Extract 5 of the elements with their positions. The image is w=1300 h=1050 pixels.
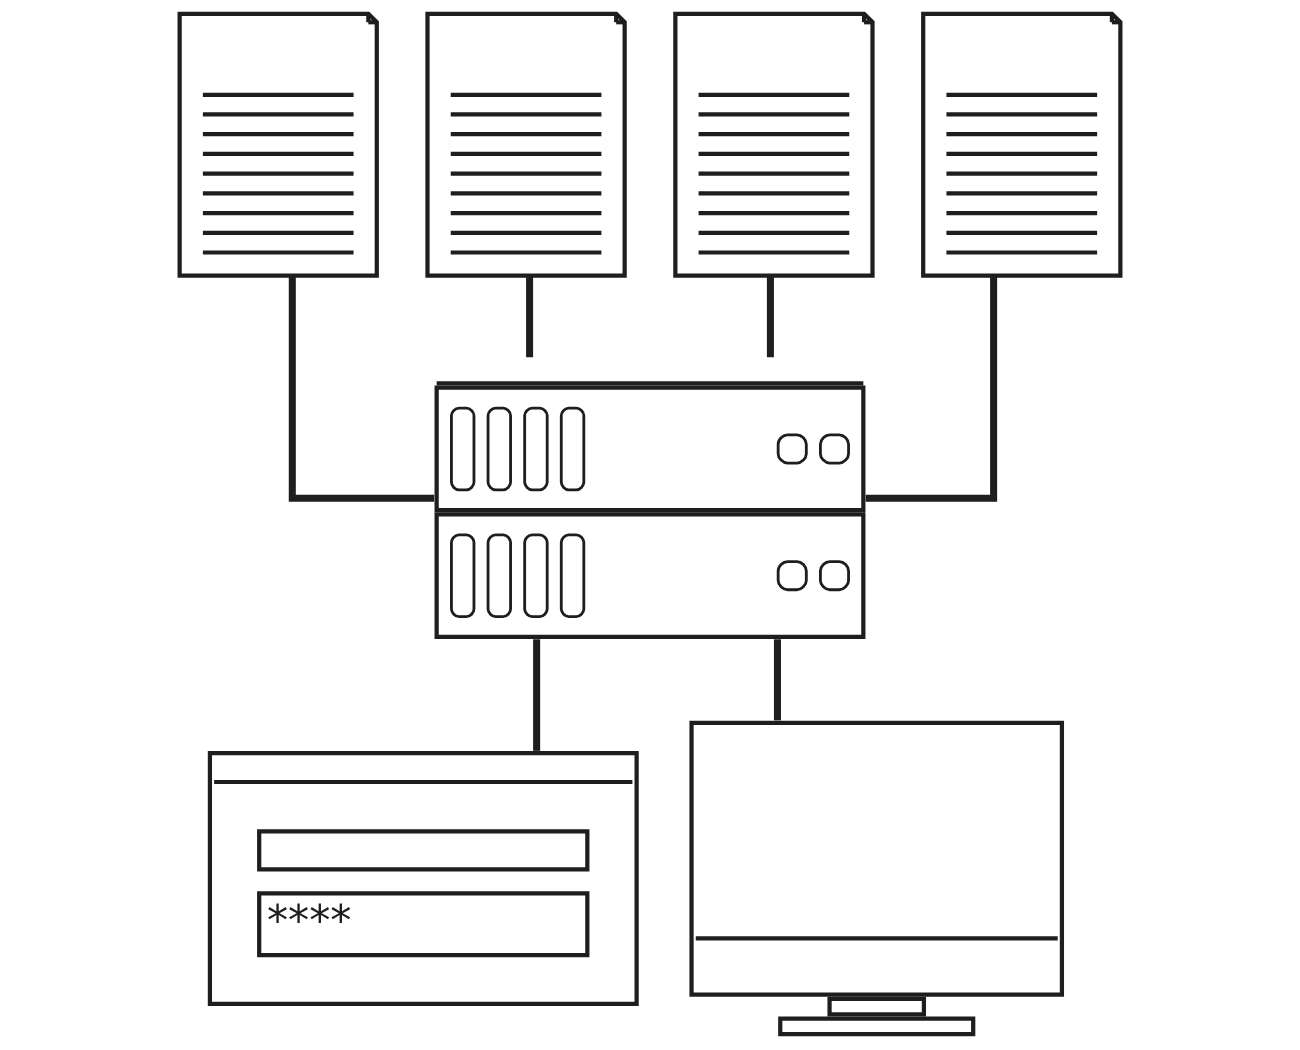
connector — [526, 275, 534, 358]
connector — [288, 275, 435, 502]
connector — [865, 275, 998, 502]
connector — [766, 275, 774, 358]
node-box: **** — [207, 751, 639, 1006]
